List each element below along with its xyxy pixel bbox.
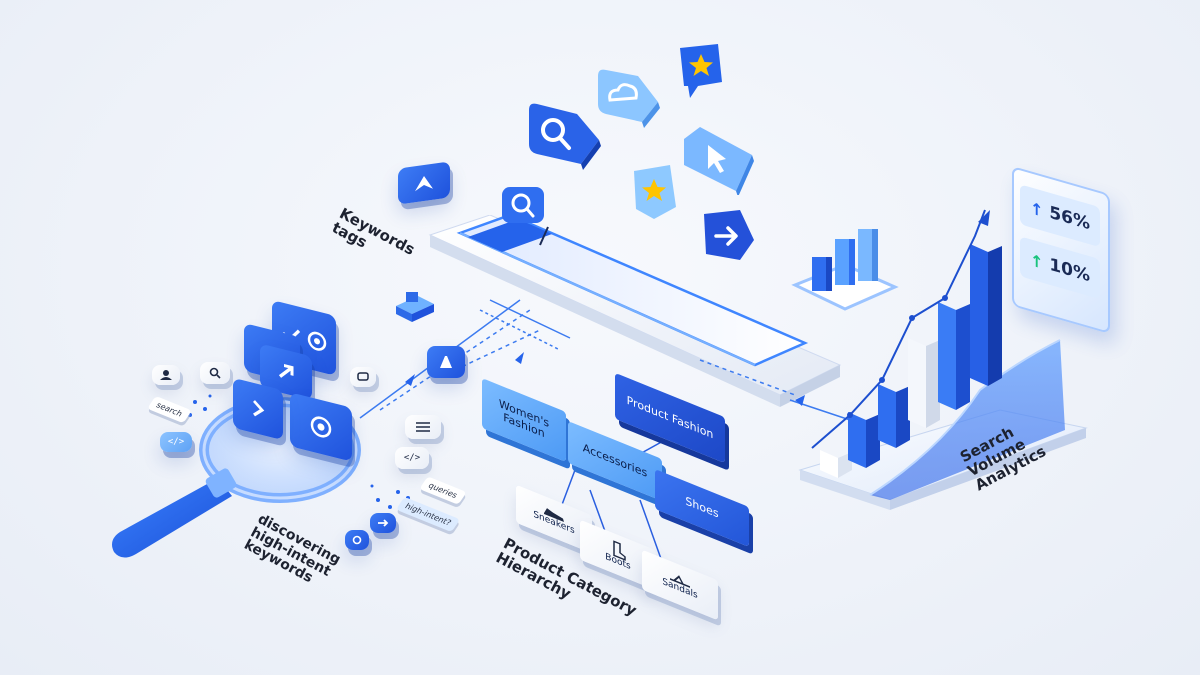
arrow-up-icon: ↑ (1029, 197, 1044, 221)
user-chip-icon (152, 365, 180, 385)
stack-icon (392, 290, 438, 330)
analytics-platform (790, 300, 1090, 530)
keyword-card-chevron (233, 377, 283, 441)
sandal-icon (670, 575, 690, 589)
stats-card: ↑ 56% ↑ 10% (1012, 165, 1110, 335)
search-platform (420, 187, 842, 407)
arrow-right-tag-icon (700, 208, 756, 262)
cursor-tag-icon (682, 125, 756, 197)
code-tag-chip-icon: </> (395, 447, 429, 469)
stat-row-2: ↑ 10% (1020, 236, 1100, 300)
sync-chip-icon (345, 530, 369, 550)
cloud-tag-icon (594, 66, 664, 136)
stat-value-2: 10% (1049, 254, 1091, 287)
arrow-up-icon: ↑ (1029, 249, 1044, 273)
code-chip-icon: </> (160, 432, 192, 452)
list-chip-icon (405, 415, 441, 439)
keyword-card-target (290, 392, 352, 462)
boot-icon (613, 540, 626, 562)
route-icon (427, 346, 465, 378)
category-boots[interactable]: Boots (580, 519, 656, 591)
category-sneakers[interactable]: Sneakers (516, 484, 592, 554)
arrow-chip-icon (370, 513, 396, 533)
chat-chip-icon (350, 367, 376, 387)
stat-row-1: ↑ 56% (1020, 184, 1100, 248)
navigation-arrow-icon (398, 161, 450, 205)
sneaker-icon (544, 508, 564, 523)
search-icon[interactable] (500, 185, 546, 231)
category-sandals[interactable]: Sandals (642, 549, 718, 621)
stat-value-1: 56% (1049, 202, 1091, 235)
star-chat-icon (676, 42, 726, 102)
keyword-card-arrow (260, 343, 312, 401)
mini-bar-chart-icon (790, 225, 900, 324)
star-tag-icon (630, 163, 680, 223)
search-chip-icon (200, 362, 230, 384)
search-tag-icon (525, 100, 605, 170)
